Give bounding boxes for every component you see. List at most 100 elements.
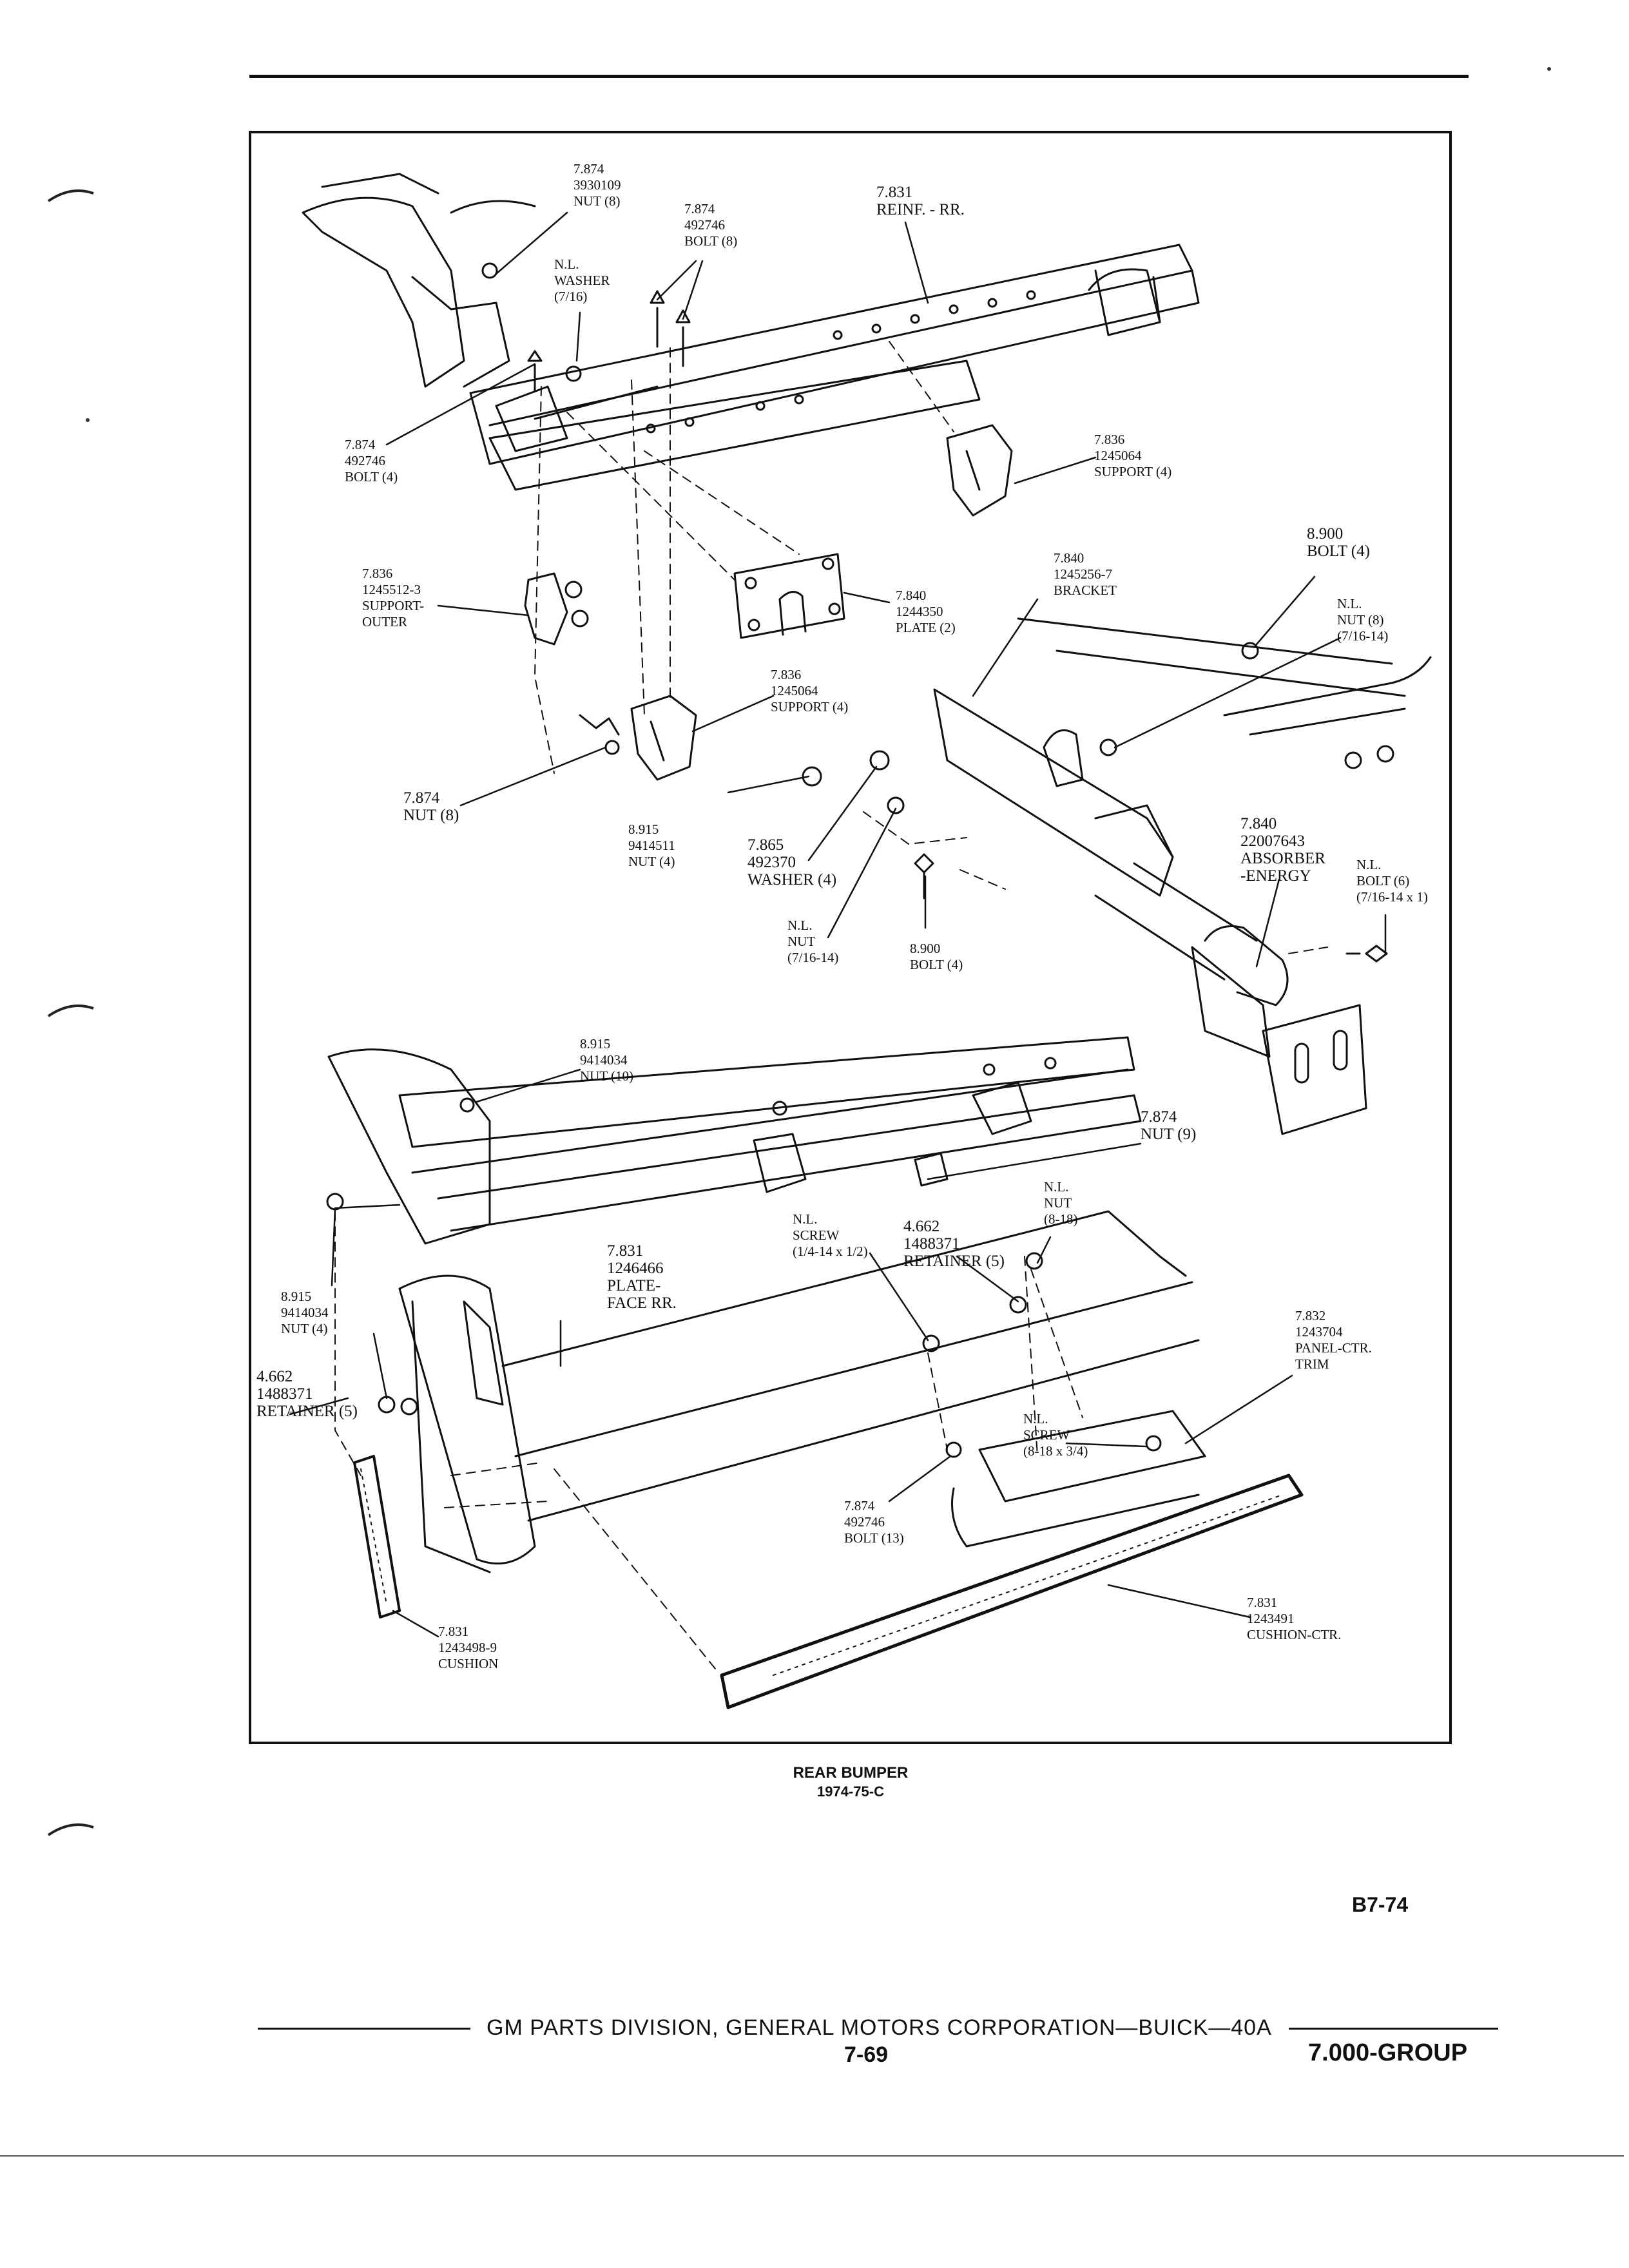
- callout-line: (8-18): [1044, 1211, 1078, 1227]
- callout-line: 7.840: [1054, 550, 1084, 566]
- callout-line: 1246466: [607, 1260, 664, 1277]
- callout-line: BOLT (6): [1356, 873, 1410, 889]
- callout-line: 9414034: [281, 1305, 329, 1320]
- callout-bolt-4-left: 7.874 492746 BOLT (4): [345, 437, 398, 485]
- callout-washer-4: 7.865 492370 WASHER (4): [747, 836, 836, 889]
- callout-washer: N.L. WASHER (7/16): [554, 256, 610, 305]
- callout-line: OUTER: [362, 614, 407, 629]
- callout-line: 3930109: [574, 177, 621, 193]
- callout-line: 7.874: [574, 161, 604, 177]
- footer-publisher: GM PARTS DIVISION, GENERAL MOTORS CORPOR…: [487, 2015, 1272, 2040]
- callout-line: -ENERGY: [1240, 867, 1311, 885]
- callout-nut-9: 7.874 NUT (9): [1141, 1108, 1196, 1143]
- callout-line: 1488371: [256, 1385, 313, 1403]
- callout-line: 8.915: [281, 1289, 312, 1304]
- callout-line: 7.836: [1094, 432, 1125, 447]
- callout-line: WASHER: [554, 273, 610, 288]
- callout-line: 4.662: [903, 1218, 940, 1235]
- callout-line: NUT (10): [580, 1068, 634, 1084]
- callout-line: 1243498-9: [438, 1640, 497, 1655]
- callout-line: SUPPORT-: [362, 598, 425, 613]
- callout-line: NUT (4): [281, 1321, 328, 1336]
- callout-line: TRIM: [1295, 1356, 1329, 1372]
- callout-line: 1245064: [771, 683, 818, 698]
- callout-bracket: 7.840 1245256-7 BRACKET: [1054, 550, 1117, 599]
- callout-plate-face: 7.831 1246466 PLATE- FACE RR.: [607, 1242, 677, 1312]
- callout-reinf: 7.831 REINF. - RR.: [876, 184, 965, 218]
- callout-line: NUT: [1044, 1195, 1072, 1211]
- callout-line: NUT (4): [628, 854, 675, 869]
- footer-group: 7.000-GROUP: [1308, 2039, 1468, 2066]
- callout-line: 7.874: [403, 789, 440, 807]
- callout-retainer-5-center: 4.662 1488371 RETAINER (5): [903, 1218, 1005, 1270]
- callout-line: CUSHION-CTR.: [1247, 1627, 1342, 1642]
- callout-cushion-ctr: 7.831 1243491 CUSHION-CTR.: [1247, 1595, 1341, 1643]
- callout-line: N.L.: [1356, 857, 1382, 872]
- callout-line: N.L.: [1044, 1179, 1069, 1195]
- callout-nut-8-left: 7.874 NUT (8): [403, 789, 459, 824]
- callout-line: NUT: [787, 934, 816, 949]
- callout-line: 7.874: [345, 437, 376, 452]
- callout-line: 7.840: [896, 588, 927, 603]
- callout-line: PLATE-: [607, 1277, 661, 1294]
- callout-bolt-4-900: 8.900 BOLT (4): [910, 941, 963, 973]
- callout-nut-4-left: 8.915 9414034 NUT (4): [281, 1289, 329, 1337]
- callout-line: 8.900: [1307, 525, 1344, 543]
- callout-line: BOLT (13): [844, 1530, 904, 1546]
- callout-line: BRACKET: [1054, 582, 1117, 598]
- callout-bolt-8: 7.874 492746 BOLT (8): [684, 201, 737, 249]
- callout-cushion: 7.831 1243498-9 CUSHION: [438, 1624, 498, 1672]
- callout-line: 492746: [345, 453, 385, 468]
- callout-line: 7.836: [362, 566, 393, 581]
- figure-caption-title: REAR BUMPER: [793, 1764, 909, 1782]
- callout-line: N.L.: [1023, 1411, 1048, 1427]
- callout-line: SUPPORT (4): [771, 699, 849, 715]
- callout-line: PANEL-CTR.: [1295, 1340, 1372, 1356]
- callout-line: SCREW: [793, 1227, 840, 1243]
- bottom-edge-rule: [0, 2155, 1624, 2157]
- callout-line: N.L.: [787, 918, 813, 933]
- callout-line: 7.831: [1247, 1595, 1278, 1610]
- callout-line: 7.840: [1240, 815, 1277, 832]
- callout-line: N.L.: [554, 256, 579, 272]
- callout-line: FACE RR.: [607, 1294, 677, 1312]
- callout-line: 7.831: [607, 1242, 644, 1260]
- callout-panel-ctr: 7.832 1243704 PANEL-CTR. TRIM: [1295, 1308, 1372, 1372]
- header-rule: [249, 75, 1469, 78]
- callout-plate-2: 7.840 1244350 PLATE (2): [896, 588, 956, 636]
- callout-line: SUPPORT (4): [1094, 464, 1172, 479]
- callout-line: NUT (9): [1141, 1126, 1197, 1143]
- callout-line: RETAINER (5): [903, 1253, 1005, 1270]
- callout-line: (1/4-14 x 1/2): [793, 1244, 868, 1259]
- callout-line: N.L.: [1337, 596, 1362, 611]
- callout-line: 1244350: [896, 604, 943, 619]
- callout-line: (7/16-14): [787, 950, 839, 965]
- callout-line: (7/16-14 x 1): [1356, 889, 1428, 905]
- callout-screw-1-4: N.L. SCREW (1/4-14 x 1/2): [793, 1211, 868, 1260]
- callout-nut-10: 8.915 9414034 NUT (10): [580, 1036, 633, 1084]
- callout-line: ABSORBER: [1240, 850, 1325, 867]
- callout-line: 9414511: [628, 838, 675, 853]
- callout-line: BOLT (4): [345, 469, 398, 485]
- callout-nut-8-right: N.L. NUT (8) (7/16-14): [1337, 596, 1388, 644]
- callout-line: RETAINER (5): [256, 1403, 358, 1420]
- callout-line: SCREW: [1023, 1427, 1070, 1443]
- callout-line: 8.900: [910, 941, 941, 956]
- callout-line: 1243491: [1247, 1611, 1295, 1626]
- callout-line: 7.874: [844, 1498, 875, 1514]
- callout-line: 8.915: [628, 822, 659, 837]
- callout-nut-8-18: N.L. NUT (8-18): [1044, 1179, 1077, 1227]
- callout-line: 7.874: [684, 201, 715, 216]
- figure-frame: [249, 131, 1452, 1744]
- callout-line: (8-18 x 3/4): [1023, 1443, 1088, 1459]
- callout-line: 7.865: [747, 836, 784, 854]
- callout-line: NUT (8): [574, 193, 621, 209]
- callout-line: N.L.: [793, 1211, 818, 1227]
- callout-line: PLATE (2): [896, 620, 956, 635]
- callout-line: CUSHION: [438, 1656, 499, 1671]
- leader-lines: [289, 211, 1387, 1638]
- footer-page-number: 7-69: [844, 2042, 889, 2067]
- lower-bumper-assembly: [326, 1036, 1304, 1709]
